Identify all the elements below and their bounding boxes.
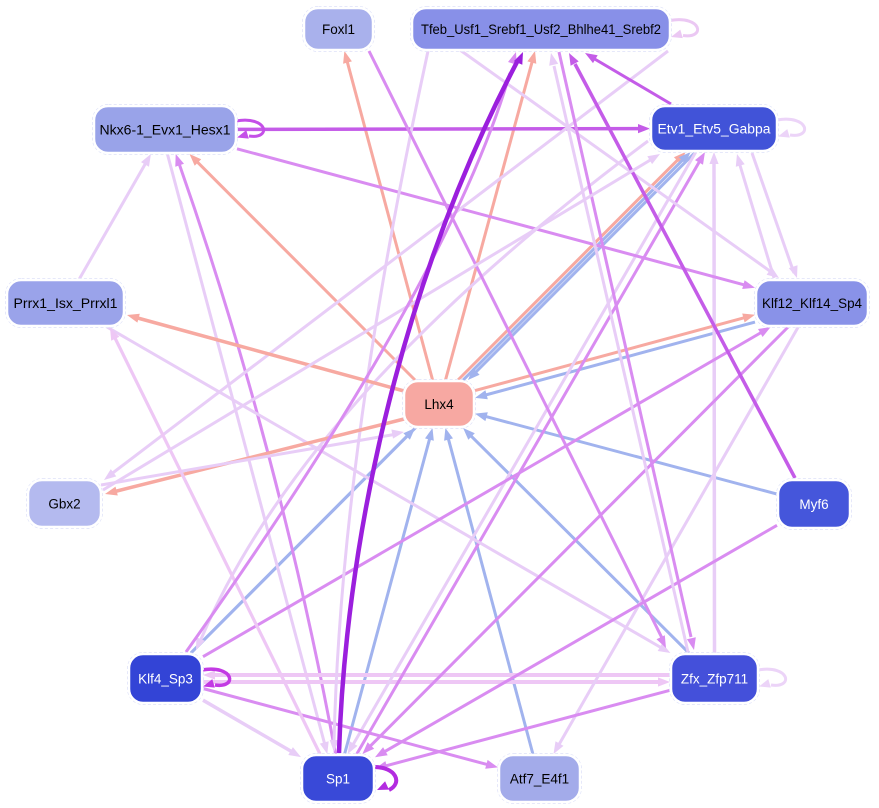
- svg-text:Nkx6-1_Evx1_Hesx1: Nkx6-1_Evx1_Hesx1: [100, 122, 231, 137]
- svg-text:Atf7_E4f1: Atf7_E4f1: [510, 771, 569, 786]
- svg-text:Klf12_Klf14_Sp4: Klf12_Klf14_Sp4: [762, 296, 862, 311]
- svg-text:Lhx4: Lhx4: [424, 397, 454, 412]
- svg-text:Myf6: Myf6: [799, 497, 828, 512]
- svg-text:Klf4_Sp3: Klf4_Sp3: [138, 671, 193, 686]
- svg-text:Prrx1_Isx_Prrxl1: Prrx1_Isx_Prrxl1: [14, 296, 118, 311]
- svg-text:Sp1: Sp1: [326, 771, 350, 786]
- svg-text:Etv1_Etv5_Gabpa: Etv1_Etv5_Gabpa: [658, 121, 772, 136]
- svg-text:Tfeb_Usf1_Srebf1_Usf2_Bhlhe41_: Tfeb_Usf1_Srebf1_Usf2_Bhlhe41_Srebf2: [421, 22, 661, 37]
- svg-text:Foxl1: Foxl1: [322, 22, 355, 37]
- svg-text:Zfx_Zfp711: Zfx_Zfp711: [681, 671, 748, 686]
- svg-text:Gbx2: Gbx2: [48, 496, 80, 511]
